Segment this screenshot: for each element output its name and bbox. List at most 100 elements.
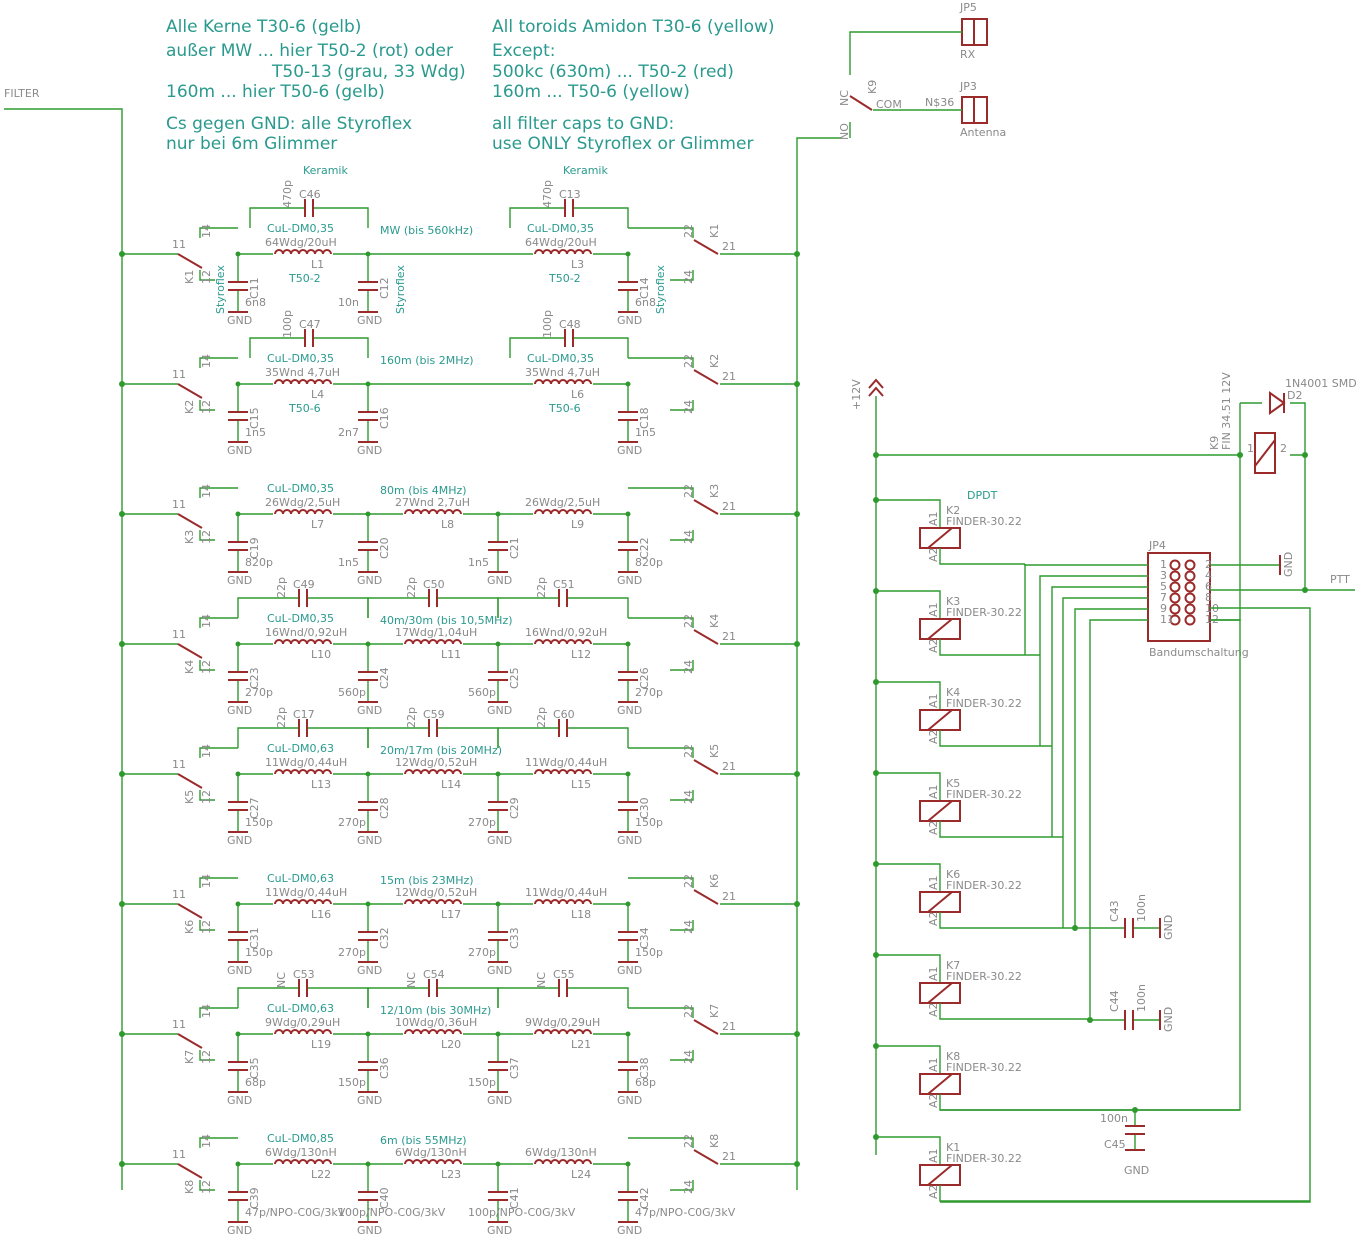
- relay-ref: K7: [708, 1004, 721, 1018]
- jp4-pin-3: [1169, 570, 1181, 582]
- inductor-ref: L13: [311, 778, 331, 791]
- note-en-2: Except:: [492, 41, 556, 61]
- jp4-pin-label: 6: [1205, 580, 1212, 593]
- band-name: 80m (bis 4MHz): [380, 484, 467, 497]
- jp4-pin-10: [1184, 603, 1196, 615]
- capacitor-ref: C35: [248, 1057, 261, 1079]
- inductor-L17: [404, 899, 462, 905]
- coil-ref: K4: [946, 686, 960, 699]
- dpdt-label: DPDT: [967, 489, 998, 502]
- capacitor-value: 22p: [405, 707, 418, 728]
- inductor-ref: L21: [571, 1038, 591, 1051]
- pin-label: 14: [200, 354, 213, 368]
- inductor-wire: CuL-DM0,35: [267, 222, 334, 235]
- gnd-label: GND: [357, 1224, 382, 1237]
- jp4-pin-label: 9: [1160, 602, 1167, 615]
- inductor-L3: [534, 249, 592, 255]
- pin-label: 12: [200, 660, 213, 674]
- relay-ref: K1: [183, 270, 196, 284]
- capacitor-value: 820p: [635, 556, 663, 569]
- pin-label: 24: [682, 920, 695, 934]
- jp4-pin-4: [1184, 570, 1196, 582]
- pin-label: 24: [682, 1050, 695, 1064]
- relay-contact-out-K5: [693, 759, 719, 775]
- pin-label: 11: [172, 238, 186, 251]
- capacitor-value: 150p: [468, 1076, 496, 1089]
- inductor-L20: [404, 1029, 462, 1035]
- coil-ref: K1: [946, 1141, 960, 1154]
- gnd-label: GND: [487, 704, 512, 717]
- jp4-pin-1: [1169, 559, 1181, 571]
- capacitor-ref: C34: [638, 927, 651, 949]
- capacitor-value: 150p: [338, 1076, 366, 1089]
- inductor-core: T50-2: [548, 272, 581, 285]
- pin-label: 21: [722, 1150, 736, 1163]
- capacitor-ref: C40: [378, 1187, 391, 1209]
- coil-pin: A2: [927, 1002, 940, 1017]
- capacitor-note: Styroflex: [654, 265, 667, 314]
- capacitor-value: 1n5: [338, 556, 359, 569]
- svg-text:100n: 100n: [1135, 894, 1148, 922]
- pin-label: 22: [682, 224, 695, 238]
- relay-contact-in-K8: [177, 1163, 203, 1179]
- relay-ref: K7: [183, 1050, 196, 1064]
- capacitor-ref: C38: [638, 1057, 651, 1079]
- jp3-net: N$36: [925, 96, 954, 109]
- inductor-ref: L17: [441, 908, 461, 921]
- pin-label: 12: [200, 920, 213, 934]
- inductor-L14: [404, 769, 462, 775]
- relay-ref: K5: [708, 744, 721, 758]
- jp4-pin-label: 5: [1160, 580, 1167, 593]
- band-name: 15m (bis 23MHz): [380, 874, 474, 887]
- relay-contact-out-K3: [693, 499, 719, 515]
- jp4-pin-6: [1184, 581, 1196, 593]
- gnd-label: GND: [617, 574, 642, 587]
- capacitor-ref: C41: [508, 1187, 521, 1209]
- relay-ref: K8: [183, 1180, 196, 1194]
- pin-label: 24: [682, 530, 695, 544]
- capacitor-note: Keramik: [563, 164, 608, 177]
- relay-contact-out-K8: [693, 1149, 719, 1165]
- pin-label: 21: [722, 630, 736, 643]
- capacitor-value: 270p: [338, 946, 366, 959]
- capacitor-value: 22p: [405, 577, 418, 598]
- inductor-L16: [274, 899, 332, 905]
- d2-type: 1N4001 SMD: [1285, 377, 1357, 390]
- k9-nc: NC: [838, 90, 851, 106]
- gnd-label: GND: [227, 1094, 252, 1107]
- jp3-label: Antenna: [960, 126, 1006, 139]
- gnd-label: GND: [227, 964, 252, 977]
- capacitor-value: 1n5: [245, 426, 266, 439]
- pin-label: 22: [682, 614, 695, 628]
- k9-coil-ref: K9: [1208, 436, 1221, 450]
- svg-text:C44: C44: [1108, 990, 1121, 1012]
- capacitor-value: 150p: [635, 946, 663, 959]
- jp3-ref: JP3: [959, 80, 977, 93]
- filter-input-bus: [4, 108, 123, 1190]
- capacitor-value: 22p: [275, 577, 288, 598]
- inductor-turns: 11Wdg/0,44uH: [265, 756, 347, 769]
- capacitor-value: NC: [405, 972, 418, 988]
- coil-pin: A2: [927, 1093, 940, 1108]
- inductor-core: T50-6: [548, 402, 581, 415]
- coil-ref: K6: [946, 868, 960, 881]
- jp4-body: [1147, 552, 1211, 642]
- gnd-label: GND: [487, 834, 512, 847]
- relay-ref: K1: [708, 224, 721, 238]
- capacitor-note: Styroflex: [214, 265, 227, 314]
- pin-label: 12: [200, 400, 213, 414]
- inductor-L22: [274, 1159, 332, 1165]
- inductor-turns: 26Wdg/2,5uH: [525, 496, 600, 509]
- pin-label: 11: [172, 368, 186, 381]
- inductor-L23: [404, 1159, 462, 1165]
- svg-text:100n: 100n: [1100, 1112, 1128, 1125]
- capacitor-ref: C46: [299, 188, 321, 201]
- relay-ref: K5: [183, 790, 196, 804]
- capacitor-value: 22p: [535, 707, 548, 728]
- c45: 100n C45 GND: [1100, 1107, 1149, 1177]
- jp4-gnd-label: GND: [1282, 552, 1295, 577]
- relay-contact-out-K7: [693, 1019, 719, 1035]
- coil-type: FINDER-30.22: [946, 1061, 1022, 1074]
